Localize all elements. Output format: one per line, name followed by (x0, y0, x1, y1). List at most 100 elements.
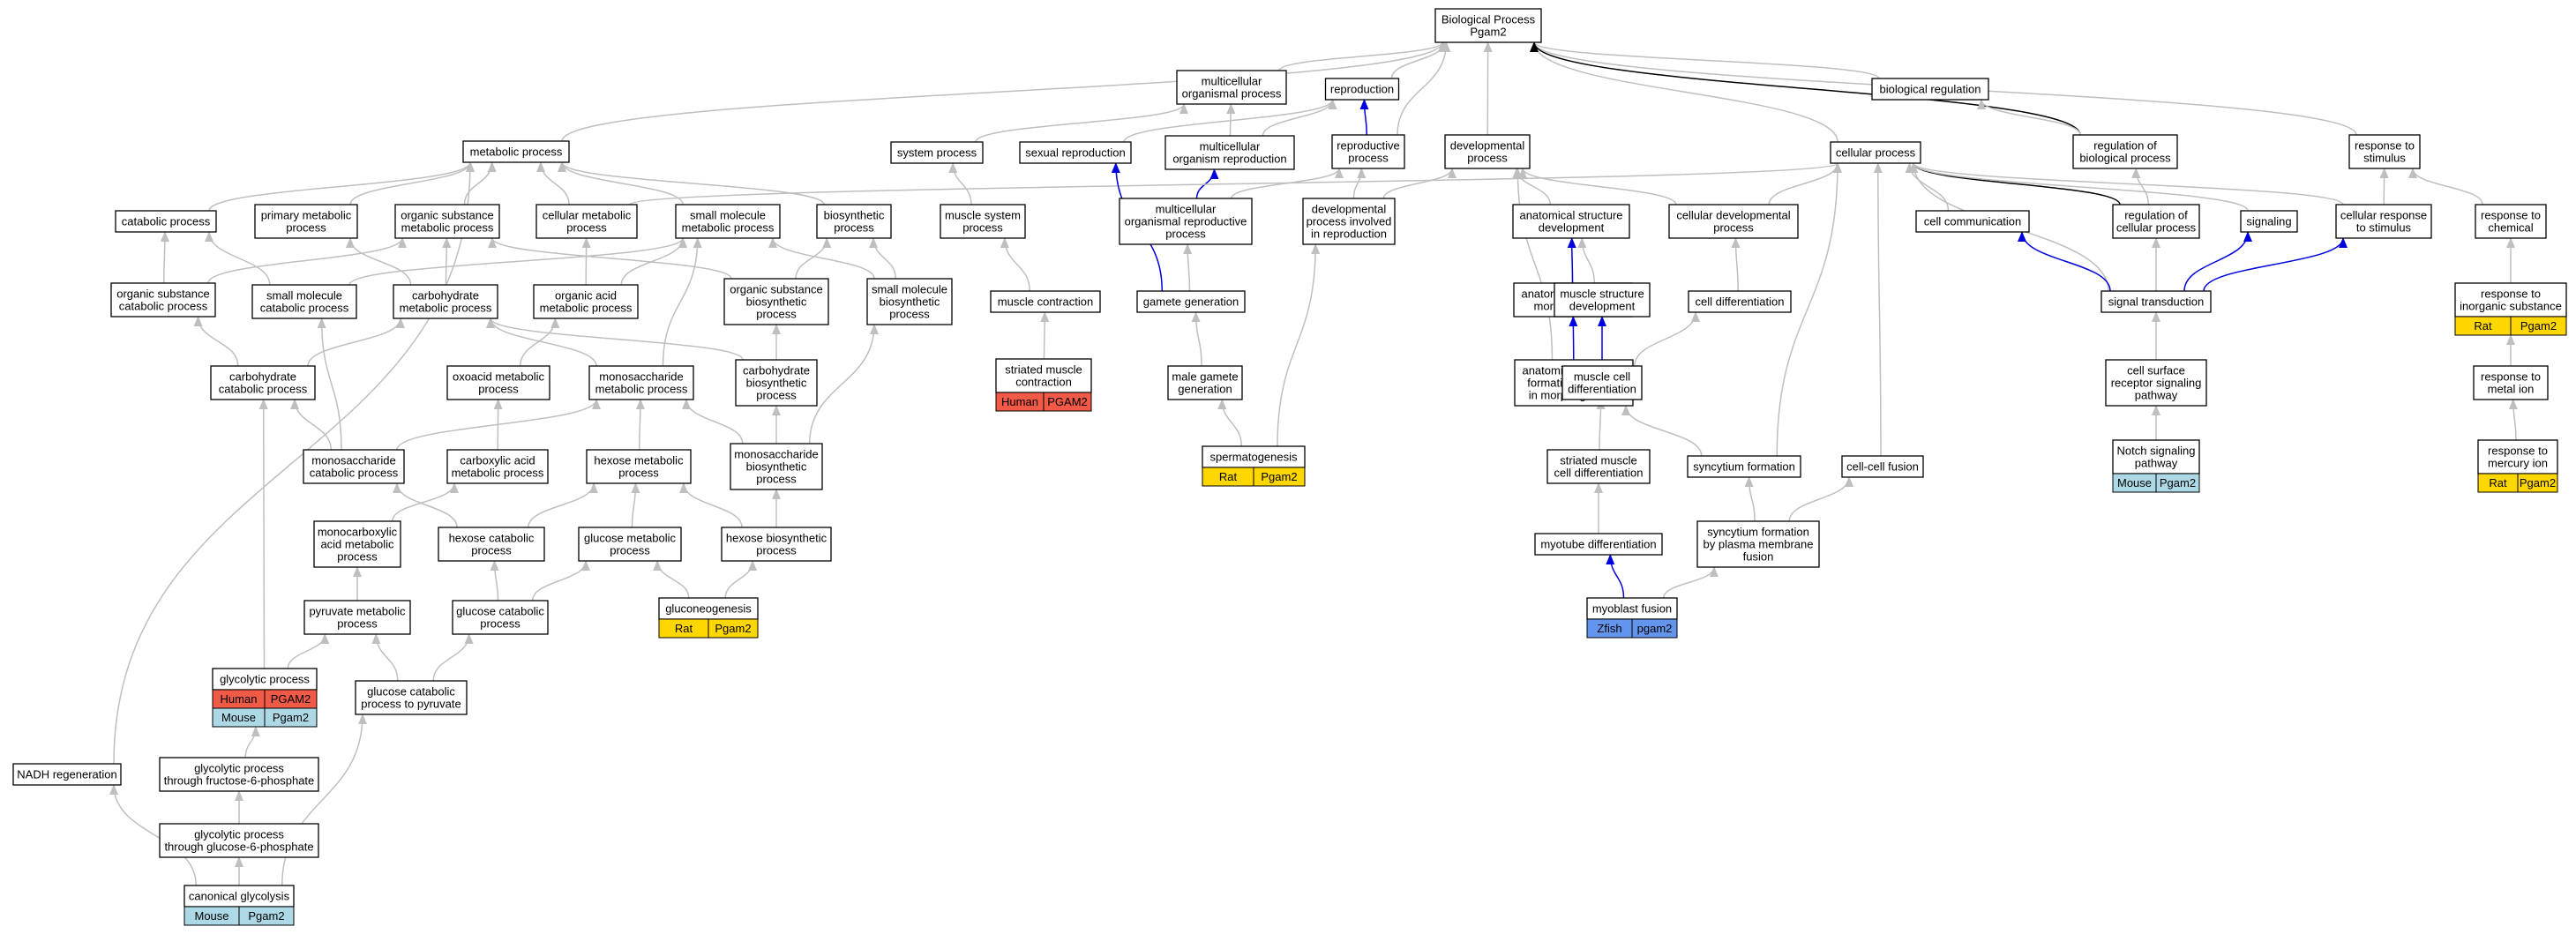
node-nadh[interactable]: NADH regeneration (12, 763, 122, 786)
node-cellp[interactable]: cellular process (1830, 141, 1921, 164)
node-myod[interactable]: myotube differentiation (1534, 533, 1663, 556)
node-label: process (756, 308, 797, 321)
node-label: differentiation (1568, 383, 1636, 396)
node-box (2072, 134, 2178, 169)
node-label: cellular process (2116, 221, 2197, 235)
node-st[interactable]: signal transduction (2100, 290, 2212, 313)
node-box (2105, 359, 2207, 407)
node-label: carbohydrate (229, 370, 296, 384)
node-metab[interactable]: metabolic process (462, 140, 570, 163)
node-glyc[interactable]: glycolytic process (212, 668, 318, 691)
edge-gmp-to-hmp (631, 482, 640, 528)
node-sperm[interactable]: spermatogenesis (1202, 445, 1306, 468)
edge-cdp-to-devp (1518, 168, 1677, 205)
species-label: Rat (2474, 319, 2492, 333)
node-cdiff[interactable]: cell differentiation (1688, 290, 1792, 313)
node-catp[interactable]: catabolic process (115, 210, 217, 233)
node-sig[interactable]: signaling (2240, 210, 2298, 233)
gene-label: Pgam2 (2520, 319, 2557, 333)
node-rep[interactable]: reproduction (1324, 78, 1400, 101)
node-gg[interactable]: gamete generation (1136, 290, 1246, 313)
edge-biosyn-to-metab (558, 161, 825, 205)
node-box (2473, 365, 2549, 400)
node-gneo[interactable]: gluconeogenesis (658, 597, 759, 620)
node-box (578, 527, 682, 562)
node-label: glucose catabolic (367, 685, 455, 699)
edge-smbp-to-biosyn (869, 237, 896, 280)
edge-gcpp-to-gcp (432, 633, 474, 682)
edge-mscp-to-msmp (396, 399, 601, 451)
edge-st-to-sig (2183, 231, 2252, 292)
gene-cell (2510, 316, 2567, 336)
node-ccom[interactable]: cell communication (1915, 210, 2030, 233)
node-box (2112, 204, 2200, 239)
node-box (1534, 533, 1663, 556)
node-mfus[interactable]: myoblast fusion (1586, 597, 1678, 620)
node-breg[interactable]: biological regulation (1871, 78, 1989, 101)
node-box (1512, 204, 1630, 239)
node-sysp[interactable]: system process (890, 141, 984, 164)
node-mc[interactable]: muscle contraction (990, 290, 1101, 313)
node-syncf[interactable]: syncytium formation (1687, 455, 1801, 478)
node-ccf[interactable]: cell-cell fusion (1841, 455, 1924, 478)
node-cglyc[interactable]: canonical glycolysis (183, 885, 295, 908)
node-label: gluconeogenesis (665, 602, 752, 616)
node-sexr[interactable]: sexual reproduction (1019, 141, 1132, 164)
node-box (1019, 141, 1132, 164)
